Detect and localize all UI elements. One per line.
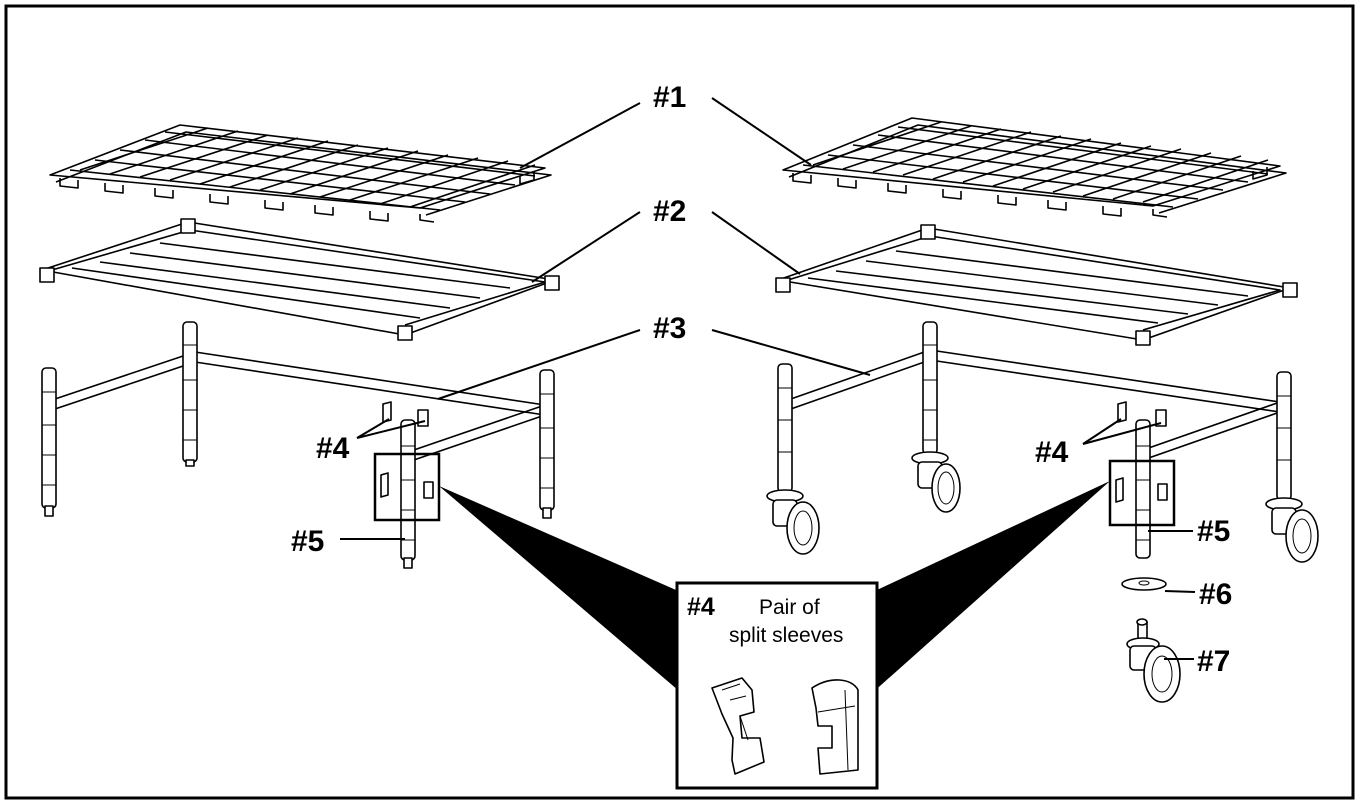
right-zoom-funnel <box>862 481 1110 702</box>
split-sleeve-b-icon <box>811 679 859 775</box>
right-assembly <box>766 117 1319 703</box>
callout-line2: split sleeves <box>729 624 843 647</box>
callout-number: #4 <box>687 593 715 621</box>
label-part-7: #7 <box>1197 645 1230 678</box>
label-part-4-left: #4 <box>316 432 350 465</box>
label-part-5-left: #5 <box>291 525 324 558</box>
label-part-3: #3 <box>653 312 686 345</box>
left-zoom-funnel <box>439 486 692 702</box>
leader-lines <box>340 97 1196 660</box>
right-zoom-box <box>1108 459 1176 527</box>
label-part-1: #1 <box>653 81 686 114</box>
label-part-4-right: #4 <box>1035 436 1069 469</box>
callout-line1: Pair of <box>759 596 820 619</box>
diagram-border <box>4 4 1355 800</box>
left-base-frame <box>41 321 555 569</box>
left-shelf-frame <box>39 218 560 341</box>
split-sleeve-callout: #4 Pair of split sleeves <box>675 581 879 790</box>
right-base-frame <box>766 321 1319 703</box>
left-zoom-box <box>373 452 441 522</box>
right-shelf-frame <box>775 224 1298 346</box>
label-part-2: #2 <box>653 195 686 228</box>
caster <box>1126 618 1181 703</box>
label-part-6: #6 <box>1199 578 1232 611</box>
washer <box>1121 577 1167 591</box>
split-sleeve-a-icon <box>711 677 765 775</box>
left-wire-mat <box>49 124 552 223</box>
left-assembly <box>39 124 560 569</box>
right-wire-mat <box>782 117 1287 218</box>
label-part-5-right: #5 <box>1197 515 1230 548</box>
